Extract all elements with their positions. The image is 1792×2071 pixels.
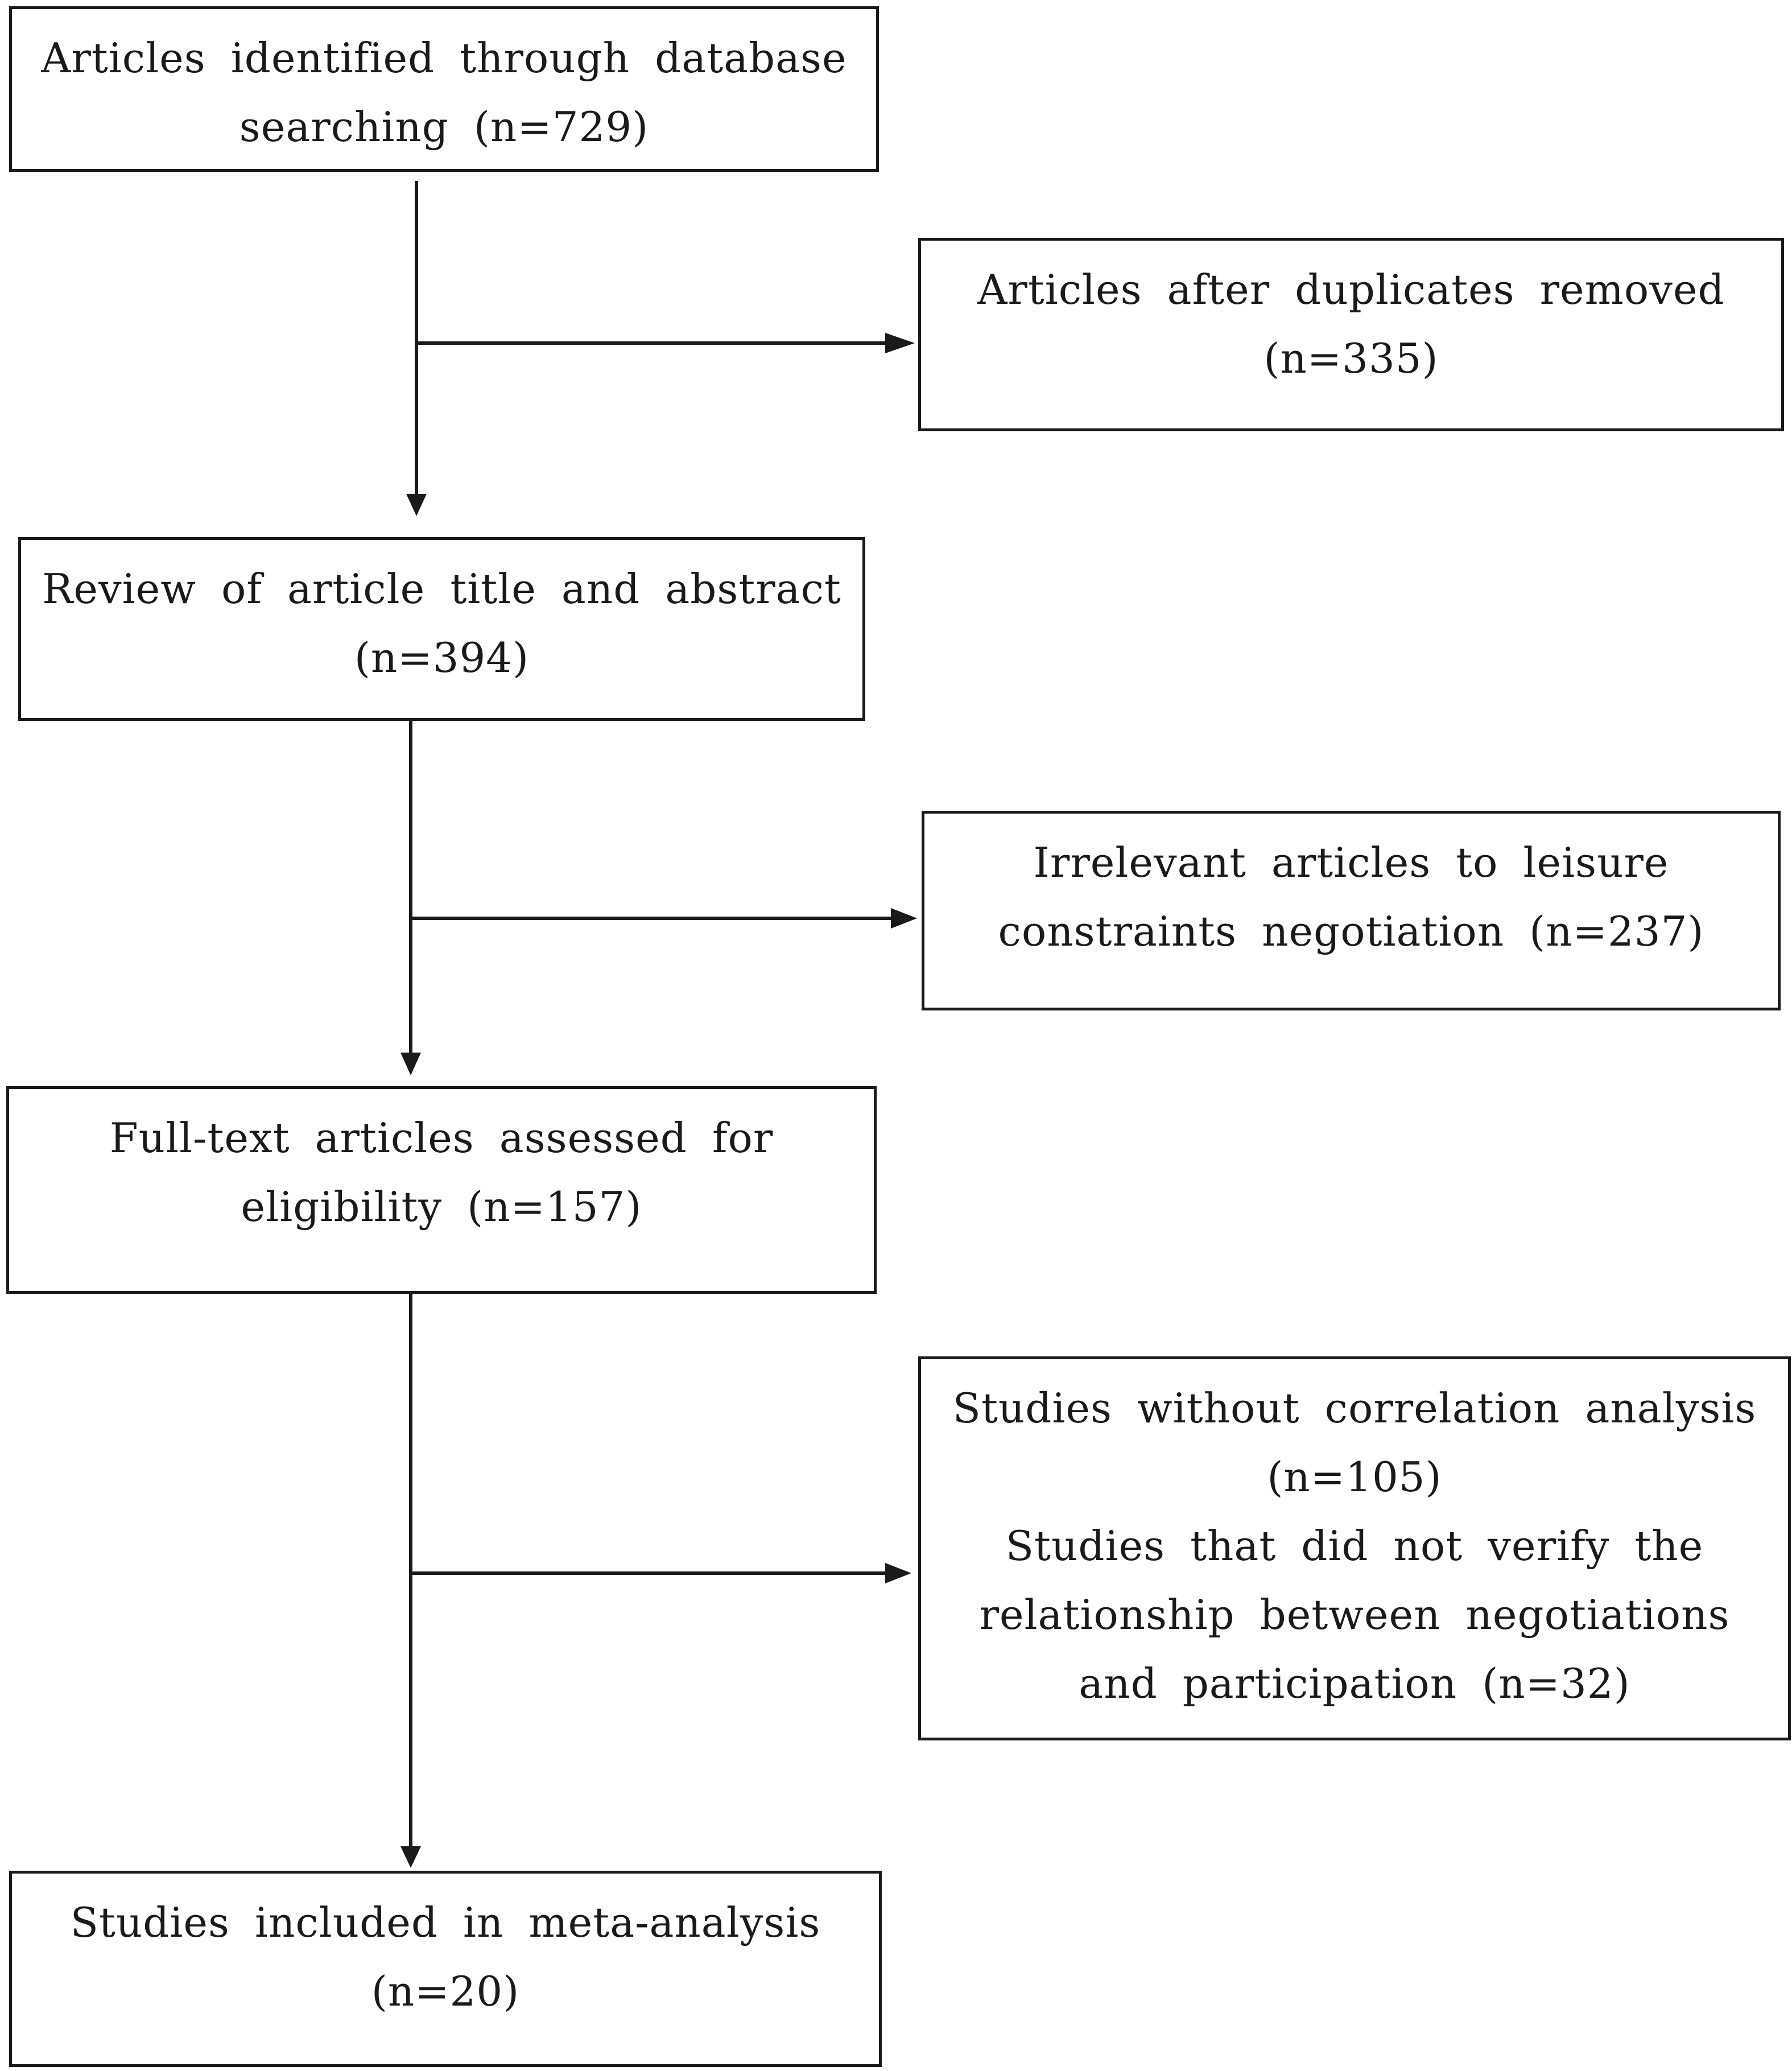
identified-line-1: Articles identified through database [41, 34, 847, 82]
excluded-line-5: and participation (n=32) [1079, 1660, 1630, 1707]
included-line-1: Studies included in meta-analysis [70, 1899, 821, 1946]
fulltext-box: Full-text articles assessed for eligibil… [6, 1086, 877, 1294]
duplicates-removed-box: Articles after duplicates removed (n=335… [918, 238, 1784, 431]
review-line-1: Review of article title and abstract [42, 565, 841, 613]
included-line-2: (n=20) [371, 1967, 520, 2015]
duplicates-line-2: (n=335) [1264, 335, 1439, 382]
arrowhead-excluded [885, 1563, 911, 1583]
excluded-line-1: Studies without correlation analysis [952, 1384, 1757, 1432]
fulltext-line-1: Full-text articles assessed for [109, 1114, 774, 1162]
duplicates-line-1: Articles after duplicates removed [977, 266, 1725, 313]
identified-line-2: searching (n=729) [239, 103, 649, 151]
arrowhead-review [406, 494, 427, 516]
identified-box: Articles identified through database sea… [9, 6, 879, 172]
excluded-line-2: (n=105) [1267, 1453, 1442, 1501]
irrelevant-box: Irrelevant articles to leisure constrain… [922, 811, 1781, 1010]
fulltext-line-2: eligibility (n=157) [241, 1183, 642, 1231]
excluded-line-4: relationship between negotiations [979, 1591, 1730, 1639]
arrowhead-duplicates [885, 333, 915, 353]
review-line-2: (n=394) [354, 634, 530, 682]
excluded-line-3: Studies that did not verify the [1005, 1522, 1704, 1570]
review-box: Review of article title and abstract (n=… [18, 537, 865, 721]
excluded-box: Studies without correlation analysis (n=… [918, 1356, 1791, 1740]
arrowhead-fulltext [400, 1053, 421, 1075]
included-box: Studies included in meta-analysis (n=20) [9, 1871, 882, 2067]
irrelevant-line-1: Irrelevant articles to leisure [1033, 839, 1669, 886]
irrelevant-line-2: constraints negotiation (n=237) [998, 907, 1704, 955]
arrowhead-irrelevant [891, 908, 917, 929]
arrowhead-included [400, 1846, 421, 1868]
